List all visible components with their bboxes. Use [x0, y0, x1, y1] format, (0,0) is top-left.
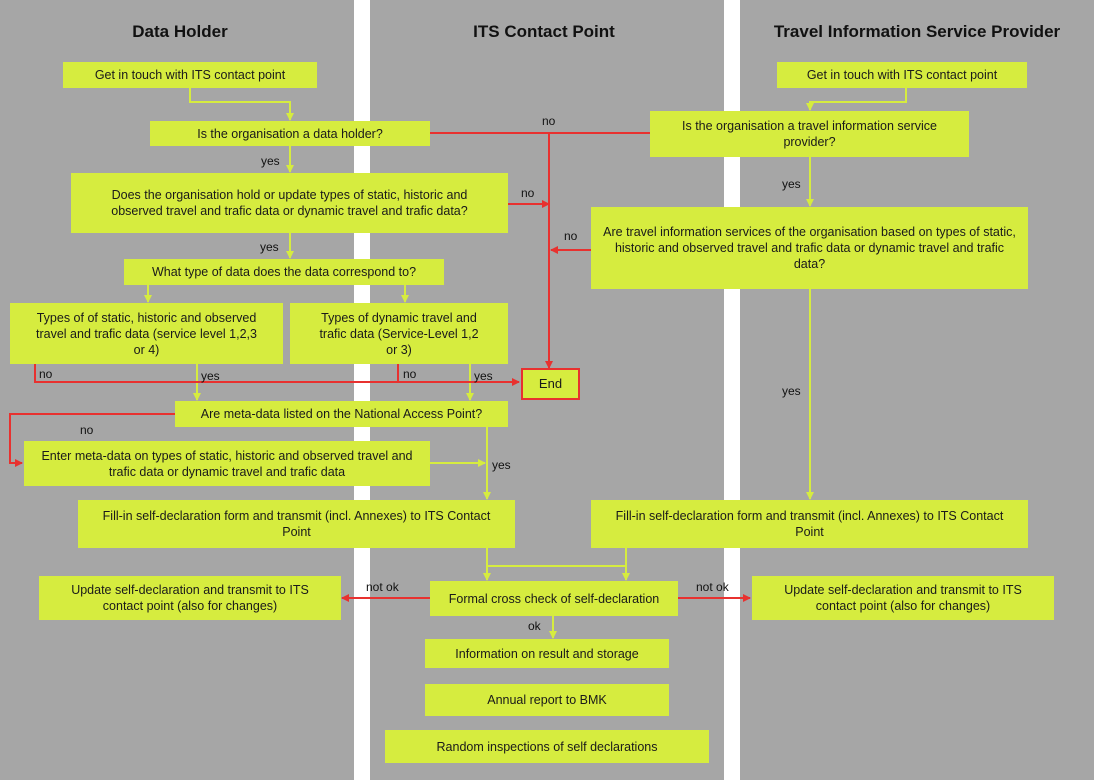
- box-dh-static-data: Types of of static, historic and observe…: [10, 303, 283, 364]
- arrow-dh-meta-no: [9, 413, 175, 467]
- box-cp-cross-check: Formal cross check of self-declaration: [430, 581, 678, 616]
- box-tisp-fill-form: Fill-in self-declaration form and transm…: [591, 500, 1028, 548]
- box-dh-get-in-touch: Get in touch with ITS contact point: [63, 62, 317, 88]
- label-check-ok: ok: [528, 619, 541, 633]
- label-tisp-based-yes: yes: [782, 384, 801, 398]
- lane-title-its-contact-point: ITS Contact Point: [473, 22, 615, 41]
- box-cp-annual-report: Annual report to BMK: [425, 684, 669, 716]
- arrow-tisp-contact-to-question: [806, 88, 907, 111]
- label-dh-meta-yes: yes: [492, 458, 511, 472]
- box-dh-dynamic-data: Types of dynamic travel and trafic data …: [290, 303, 508, 364]
- box-tisp-based-on: Are travel information services of the o…: [591, 207, 1028, 289]
- box-dh-what-type: What type of data does the data correspo…: [124, 259, 444, 285]
- box-cp-info-result: Information on result and storage: [425, 639, 669, 668]
- box-dh-is-data-holder: Is the organisation a data holder?: [150, 121, 430, 146]
- arrow-dh-static-no: [34, 364, 520, 386]
- box-end: End: [521, 368, 580, 400]
- arrow-dh-contact-to-question: [189, 88, 294, 121]
- label-dh-static-no: no: [39, 367, 53, 381]
- label-dh-question-no: no: [542, 114, 556, 128]
- label-check-not-ok-tisp: not ok: [696, 580, 729, 594]
- line-dh-form-to-check: [486, 548, 626, 567]
- box-dh-hold-or-update: Does the organisation hold or update typ…: [71, 173, 508, 233]
- label-dh-static-yes: yes: [201, 369, 220, 383]
- box-dh-update: Update self-declaration and transmit to …: [39, 576, 341, 620]
- box-tisp-update: Update self-declaration and transmit to …: [752, 576, 1054, 620]
- box-dh-meta-listed: Are meta-data listed on the National Acc…: [175, 401, 508, 427]
- label-tisp-based-no: no: [564, 229, 578, 243]
- box-tisp-get-in-touch: Get in touch with ITS contact point: [777, 62, 1027, 88]
- label-dh-meta-no: no: [80, 423, 94, 437]
- label-dh-dynamic-yes: yes: [474, 369, 493, 383]
- box-cp-random-inspections: Random inspections of self declarations: [385, 730, 709, 763]
- label-dh-hold-no: no: [521, 186, 535, 200]
- lane-title-travel-information-service-provider: Travel Information Service Provider: [773, 22, 1061, 41]
- label-dh-dynamic-no: no: [403, 367, 417, 381]
- label-dh-hold-yes: yes: [260, 240, 279, 254]
- lane-title-data-holder: Data Holder: [132, 22, 228, 41]
- box-tisp-is-provider: Is the organisation a travel information…: [650, 111, 969, 157]
- box-dh-enter-meta: Enter meta-data on types of static, hist…: [24, 441, 430, 486]
- label-tisp-question-yes: yes: [782, 177, 801, 191]
- label-check-not-ok-dh: not ok: [366, 580, 399, 594]
- label-dh-question-yes: yes: [261, 154, 280, 168]
- box-dh-fill-form: Fill-in self-declaration form and transm…: [78, 500, 515, 548]
